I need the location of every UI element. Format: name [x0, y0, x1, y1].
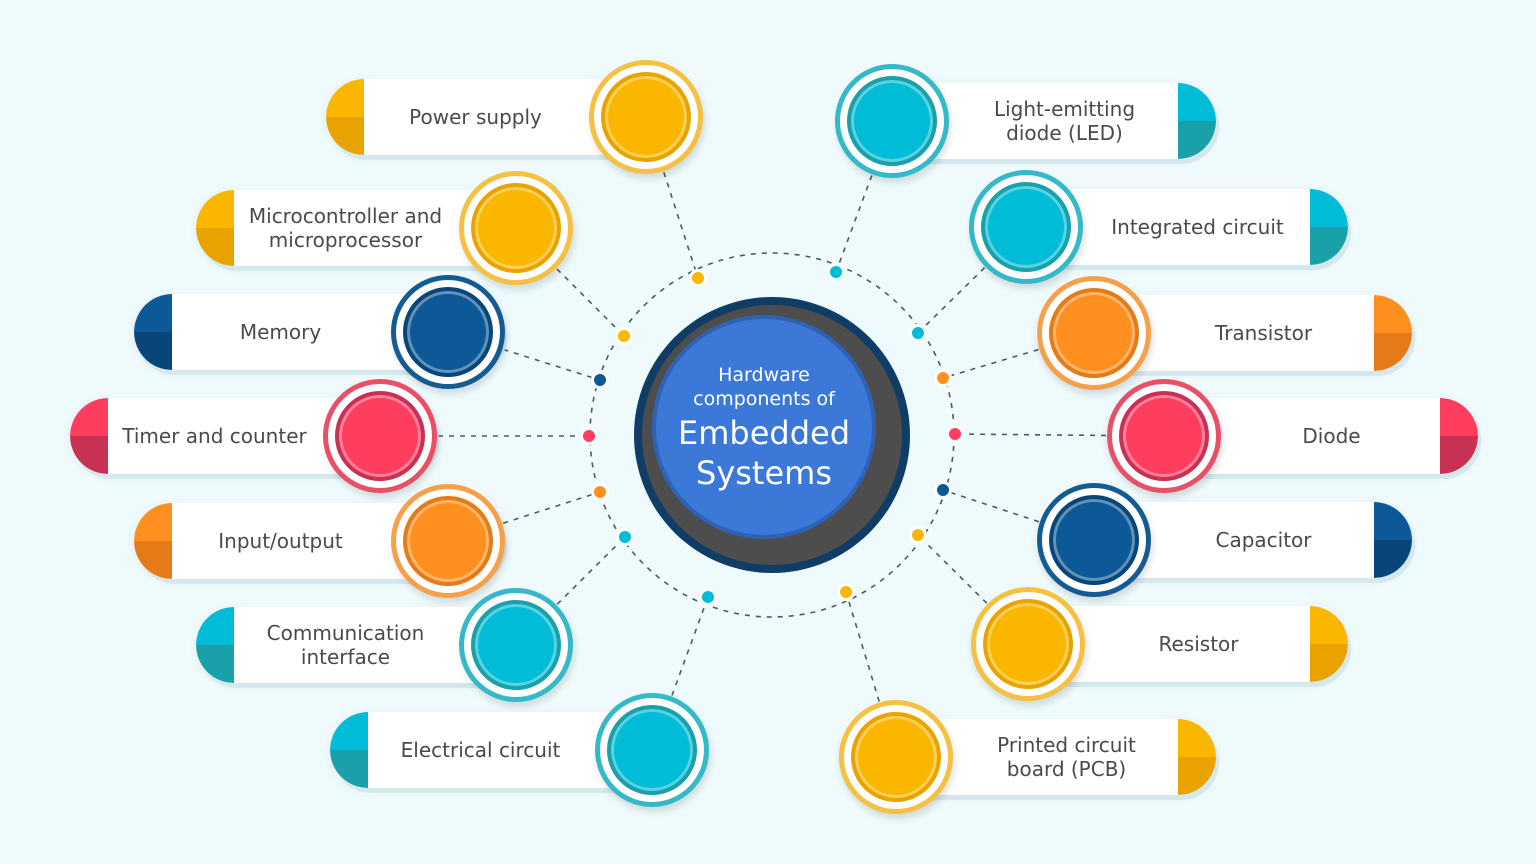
connector-dot-diode	[946, 425, 964, 443]
connector-line-integrated-circuit	[917, 267, 986, 334]
component-circle-input-output	[391, 484, 505, 598]
component-label: Memory	[239, 320, 322, 344]
connector-dot-microcontroller-and-microprocessor	[615, 327, 633, 345]
hub-title-line-4: Systems	[696, 454, 832, 492]
component-circle-fill	[403, 496, 493, 586]
connector-dot-electrical-circuit	[699, 588, 717, 606]
component-circle-capacitor	[1037, 483, 1151, 597]
connector-line-electrical-circuit	[671, 596, 709, 696]
component-circle-fill	[983, 599, 1073, 689]
pill-end-cap	[134, 294, 172, 370]
component-circle-fill	[851, 712, 941, 802]
pill-end-cap	[326, 79, 364, 155]
component-label: Transistor	[1214, 321, 1313, 345]
connector-dot-printed-circuit-board-pcb	[837, 583, 855, 601]
connector-line-light-emitting-diode-led	[835, 175, 873, 273]
component-circle-fill	[1119, 391, 1209, 481]
component-circle-fill	[847, 76, 937, 166]
component-label: Input/output	[218, 529, 343, 553]
component-circle-fill	[981, 182, 1071, 272]
component-circle-fill	[471, 600, 561, 690]
component-circle-integrated-circuit	[969, 170, 1083, 284]
component-circle-microcontroller-and-microprocessor	[459, 171, 573, 285]
connector-line-transistor	[942, 348, 1039, 379]
connector-line-capacitor	[942, 489, 1040, 523]
component-circle-transistor	[1037, 276, 1151, 390]
component-circle-fill	[403, 287, 493, 377]
hub-title-line-2: components of	[693, 388, 835, 410]
hub-circle: Hardware components of Embedded Systems	[634, 297, 910, 573]
component-circle-fill	[1049, 495, 1139, 585]
component-label: Capacitor	[1215, 528, 1312, 552]
component-circle-communication-interface	[459, 588, 573, 702]
component-label: Printed circuit board (PCB)	[997, 733, 1136, 781]
connector-dot-communication-interface	[616, 528, 634, 546]
component-circle-fill	[471, 183, 561, 273]
connector-line-input-output	[502, 491, 601, 524]
component-label: Resistor	[1158, 632, 1239, 656]
component-circle-light-emitting-diode-led	[835, 64, 949, 178]
component-circle-timer-and-counter	[323, 379, 437, 493]
hub-title-line-1: Hardware	[718, 364, 810, 386]
connector-dot-input-output	[591, 483, 609, 501]
connector-dot-capacitor	[934, 481, 952, 499]
component-label: Light-emitting diode (LED)	[993, 97, 1136, 145]
connector-line-resistor	[917, 534, 988, 604]
component-circle-fill	[601, 72, 691, 162]
connector-line-microcontroller-and-microprocessor	[556, 268, 625, 337]
component-circle-fill	[335, 391, 425, 481]
connector-dot-transistor	[934, 369, 952, 387]
pill-end-cap	[196, 190, 234, 266]
component-label: Microcontroller and microprocessor	[248, 204, 443, 252]
component-label: Integrated circuit	[1111, 215, 1284, 239]
component-circle-memory	[391, 275, 505, 389]
component-label: Electrical circuit	[400, 738, 561, 762]
connector-line-diode	[954, 433, 1107, 437]
component-circle-power-supply	[589, 60, 703, 174]
component-circle-fill	[1049, 288, 1139, 378]
hub-core: Hardware components of Embedded Systems	[656, 319, 872, 535]
connector-line-communication-interface	[556, 536, 626, 605]
component-label: Communication interface	[266, 621, 425, 669]
component-circle-fill	[607, 705, 697, 795]
connector-dot-power-supply	[689, 269, 707, 287]
connector-dot-memory	[591, 371, 609, 389]
hub-title-line-3: Embedded	[677, 414, 850, 452]
component-label: Diode	[1302, 424, 1361, 448]
connector-line-memory	[503, 348, 601, 381]
component-circle-electrical-circuit	[595, 693, 709, 807]
component-circle-printed-circuit-board-pcb	[839, 700, 953, 814]
connector-dot-timer-and-counter	[580, 427, 598, 445]
connector-line-printed-circuit-board-pcb	[845, 591, 880, 702]
connector-dot-resistor	[909, 526, 927, 544]
pill-end-cap	[196, 607, 234, 683]
component-circle-diode	[1107, 379, 1221, 493]
connector-dot-integrated-circuit	[909, 324, 927, 342]
component-label: Power supply	[409, 105, 542, 129]
component-circle-resistor	[971, 587, 1085, 701]
connector-dot-light-emitting-diode-led	[827, 263, 845, 281]
component-label: Timer and counter	[122, 424, 307, 448]
connector-line-power-supply	[663, 171, 699, 279]
